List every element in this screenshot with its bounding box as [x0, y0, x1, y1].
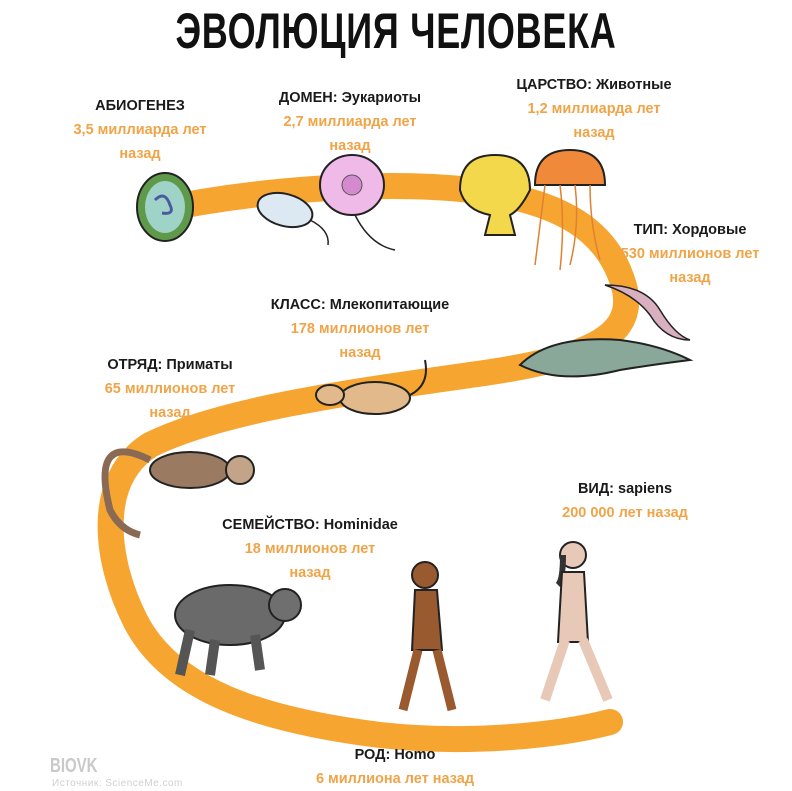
lancelet-icon [604, 284, 691, 341]
stage-age: 2,7 миллиарда лет [283, 114, 417, 130]
stage-rank: РОД: Homo [354, 747, 436, 763]
stage-rank: АБИОГЕНЕЗ [95, 98, 185, 114]
stage-family: СЕМЕЙСТВО: Hominidae 18 миллионов лет на… [200, 513, 420, 585]
stage-species: ВИД: sapiens 200 000 лет назад [515, 477, 735, 525]
stage-age: 65 миллионов лет [104, 381, 236, 397]
stage-age: назад [329, 138, 371, 154]
watermark: BIOVK [50, 755, 98, 777]
sponge-icon [458, 153, 532, 236]
prokaryote-cell-icon [136, 172, 194, 242]
homo-icon [398, 561, 457, 712]
early-mammal-icon [315, 359, 427, 415]
stage-age: назад [339, 345, 381, 361]
eukaryote-cell-icon [319, 154, 396, 251]
stage-rank: ВИД: sapiens [577, 481, 673, 497]
stage-order: ОТРЯД: Приматы 65 миллионов лет назад [60, 353, 280, 425]
stage-age: 178 миллионов лет [290, 321, 430, 337]
ape-icon [174, 584, 302, 677]
stage-age: назад [669, 270, 711, 286]
fish-icon [518, 338, 694, 378]
stage-age: назад [289, 565, 331, 581]
source-credit: Источник: ScienceMe.com [52, 778, 183, 789]
stage-age: 200 000 лет назад [562, 505, 688, 521]
stage-age: 6 миллиона лет назад [315, 771, 475, 787]
stage-age: 1,2 миллиарда лет [527, 101, 661, 117]
stage-rank: ДОМЕН: Эукариоты [278, 90, 422, 106]
primate-icon [101, 448, 255, 539]
stage-rank: КЛАСС: Млекопитающие [270, 297, 450, 313]
stage-rank: ТИП: Хордовые [633, 222, 747, 238]
stage-kingdom: ЦАРСТВО: Животные 1,2 миллиарда лет наза… [484, 73, 704, 145]
stage-rank: ЦАРСТВО: Животные [516, 77, 672, 93]
page-title: ЭВОЛЮЦИЯ ЧЕЛОВЕКА [175, 3, 617, 59]
flagellate-icon [256, 191, 329, 246]
stage-age: назад [149, 405, 191, 421]
stage-abiogenesis: АБИОГЕНЕЗ 3,5 миллиарда лет назад [30, 94, 250, 166]
stage-phylum: ТИП: Хордовые 530 миллионов лет назад [580, 218, 792, 290]
stage-age: 18 миллионов лет [244, 541, 376, 557]
stage-rank: ОТРЯД: Приматы [107, 357, 233, 373]
stage-age: 530 миллионов лет [620, 246, 760, 262]
stage-class: КЛАСС: Млекопитающие 178 миллионов лет н… [250, 293, 470, 365]
stage-age: назад [119, 146, 161, 162]
stage-genus: РОД: Homo 6 миллиона лет назад [285, 743, 505, 791]
stage-domain: ДОМЕН: Эукариоты 2,7 миллиарда лет назад [240, 86, 460, 158]
human-icon [540, 541, 613, 702]
stage-rank: СЕМЕЙСТВО: Hominidae [222, 517, 398, 533]
stage-age: 3,5 миллиарда лет [73, 122, 207, 138]
stage-age: назад [573, 125, 615, 141]
jellyfish-icon [533, 148, 607, 271]
